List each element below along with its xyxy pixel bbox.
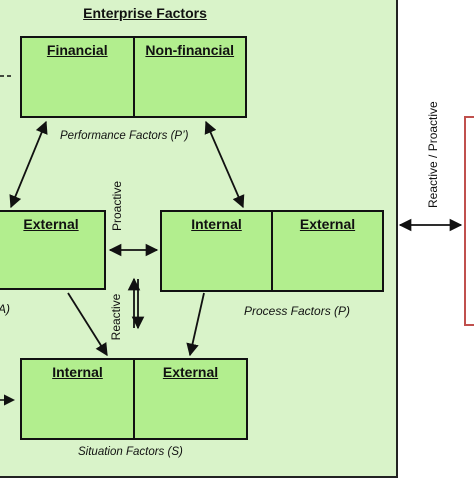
non-financial-cell: Non-financial [132,38,246,116]
process-external-cell: External [271,212,382,290]
situation-factors-caption: Situation Factors (S) [78,446,183,458]
process-factors-box: Internal External [160,210,384,292]
left-caption-fragment: A) [0,302,10,316]
process-external-label: External [299,216,356,232]
financial-label: Financial [46,42,108,58]
arrow-process-situation [186,292,205,357]
external-label: External [23,216,79,232]
external-cell: External [0,212,104,288]
situation-internal-cell: Internal [22,360,133,438]
process-internal-label: Internal [191,216,242,232]
performance-factors-box: Financial Non-financial [20,36,247,118]
process-factors-caption: Process Factors (P) [244,304,351,318]
external-factors-box: External [0,210,106,290]
arrow-external-situation [67,292,108,357]
external-entity-box [464,116,474,326]
financial-cell: Financial [22,38,133,116]
situation-external-label: External [162,364,219,380]
arrow-performance-process [204,120,245,209]
performance-factors-caption: Performance Factors (P’) [60,130,189,142]
situation-internal-label: Internal [52,364,103,380]
process-internal-cell: Internal [162,212,271,290]
arrow-performance-external [9,120,48,209]
non-financial-label: Non-financial [145,42,235,58]
panel-title: Enterprise Factors [83,5,207,21]
situation-factors-box: Internal External [20,358,248,440]
situation-external-cell: External [133,360,246,438]
